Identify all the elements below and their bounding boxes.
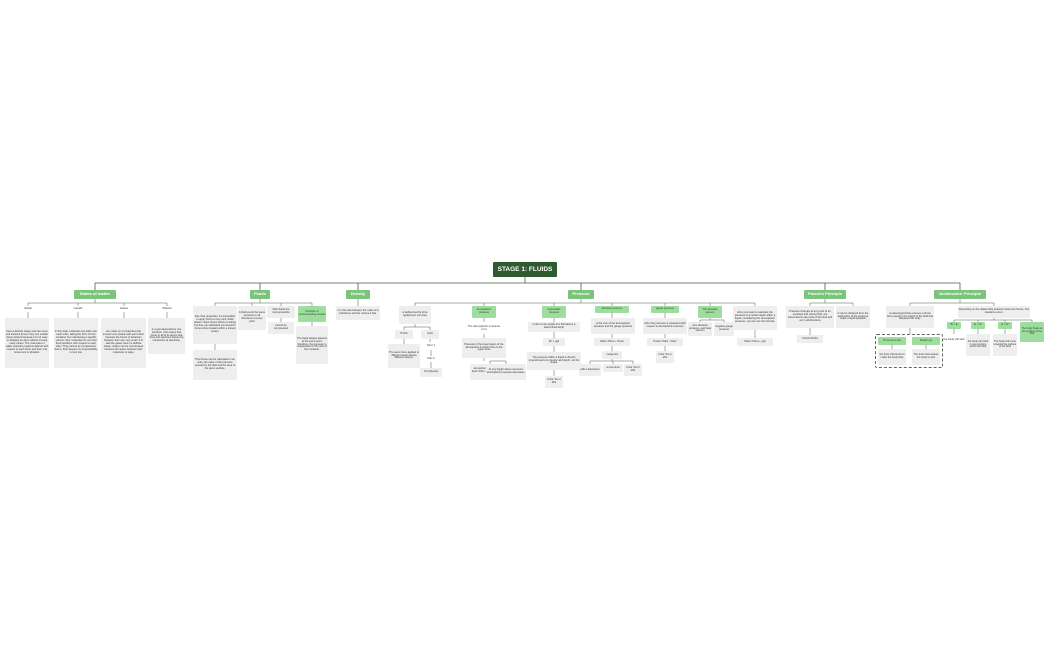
node-fluid-properties[interactable]: Due their properties, it's impossible to…: [193, 306, 237, 344]
node-gases-detail[interactable]: are made up of molecules that interact v…: [101, 318, 146, 368]
node-vacuum-zero[interactable]: zero absolute pressure, and ideal vacuum: [688, 322, 712, 336]
node-liquids[interactable]: Liquids: [73, 306, 83, 311]
node-four-situations[interactable]: Depending on the relationship between th…: [958, 306, 1030, 318]
node-pressure-unit-note[interactable]: that is: [427, 356, 435, 361]
node-gauge-units[interactable]: Units: Pa or kPa: [656, 351, 674, 363]
node-pascal-formula[interactable]: F1/A1=F2/A2: [797, 335, 823, 343]
node-absolute-sea-level[interactable]: at sea level: [603, 364, 623, 372]
node-pressure-units[interactable]: Units: [421, 330, 439, 339]
node-liquids-detail[interactable]: in this state molecules can slide over e…: [54, 318, 98, 368]
node-pascal-obtained[interactable]: it can be obtained from the application …: [836, 306, 870, 328]
node-communicating-vessels[interactable]: Principle of communicating vessels: [298, 306, 326, 322]
node-absolute-pressure[interactable]: absolute pressure: [595, 306, 629, 313]
node-case-w-gt-e[interactable]: W > E: [947, 322, 961, 329]
node-pressure-def[interactable]: is defined as the force applied per unit…: [399, 306, 431, 324]
node-same-pressure[interactable]: A fluid exerts the same pressure in all …: [238, 306, 266, 330]
node-atmospheric-height[interactable]: At any height above sea level, atmospher…: [486, 364, 526, 380]
branch-density[interactable]: Density: [346, 290, 370, 299]
node-thrust-detail[interactable]: the force that tends to make the body fl…: [878, 349, 906, 365]
branch-pascal[interactable]: Pascal's Principle: [804, 290, 846, 299]
node-vessels-detail[interactable]: The liquid always appears at the same le…: [296, 326, 328, 364]
node-hydrostatic-detail[interactable]: is due to the weight of a fluid above a …: [528, 322, 580, 332]
node-case-e-gt-w[interactable]: E > W: [971, 322, 985, 329]
branch-fluids[interactable]: Fluids: [250, 290, 270, 299]
node-plasma[interactable]: Plasma: [162, 306, 172, 311]
node-weight[interactable]: Weight (w): [912, 337, 940, 345]
node-hydrostatic-formula[interactable]: Ph = ρgh: [543, 338, 565, 346]
node-absolute-barometer[interactable]: with a barometer: [579, 364, 601, 376]
node-pressure-formula[interactable]: P=F/A: [395, 330, 413, 339]
node-gauge-detail[interactable]: when the pressure is measured with respe…: [643, 318, 687, 334]
node-thrust-force[interactable]: Thrust force (E): [878, 337, 906, 345]
node-cannot-compress[interactable]: cannot be compressed: [268, 322, 294, 334]
forces-group: [875, 334, 943, 368]
node-archimedes-def[interactable]: A submerged body receives a thrust force…: [886, 306, 934, 328]
node-case-floats-surface[interactable]: The body floats on the surface of the fl…: [1020, 322, 1044, 342]
node-depth-calc[interactable]: when you want to calculate the pressure …: [733, 306, 777, 330]
node-hydrostatic-pressure[interactable]: Hydrostatic pressure: [542, 306, 566, 318]
node-solids[interactable]: Solids: [24, 306, 32, 311]
node-vacuum-negative[interactable]: negative gauge pressure: [714, 322, 734, 336]
node-pressure-unit-name[interactable]: Pa (Pascal): [420, 368, 442, 377]
node-density-def[interactable]: It is the ratio between the mass of a su…: [336, 306, 380, 320]
root-node[interactable]: STAGE 1: FLUIDS: [493, 262, 557, 277]
node-case-w-gt-e-detail[interactable]: the body will sink: [943, 337, 965, 342]
node-gases[interactable]: Gases: [119, 306, 129, 311]
node-gauge-pressure[interactable]: gauge pressure: [651, 306, 679, 313]
node-atmospheric-note[interactable]: Pressure in the lower layers of the atmo…: [462, 338, 506, 358]
node-pressure-note[interactable]: The same force applied to different area…: [388, 344, 420, 368]
node-gauge-formula[interactable]: Pman= Pabs - Patm: [647, 338, 683, 346]
node-absolute-units[interactable]: Units: Pa or kPa: [624, 364, 642, 376]
node-absolute-measured[interactable]: measured: [602, 351, 622, 359]
branch-pressure[interactable]: Pressure: [568, 290, 594, 299]
branch-states-of-matter[interactable]: States of matter: [74, 290, 116, 299]
node-fluid-force-detail[interactable]: This forces can be calculated in an area…: [193, 350, 237, 380]
node-absolute-vacuum[interactable]: The absolute vacuum: [698, 306, 722, 318]
node-plasma-detail[interactable]: is a gas raised above one hundred, until…: [148, 318, 185, 354]
node-case-e-eq-w-detail[interactable]: The body will move towards the surface o…: [993, 334, 1017, 356]
node-solids-detail[interactable]: have a definite shape and can move and t…: [5, 318, 49, 368]
node-hydrostatic-note[interactable]: The pressure within a liquid is directly…: [527, 352, 581, 370]
node-atmospheric-pressure[interactable]: Atmospheric pressure: [472, 306, 496, 318]
node-absolute-formula[interactable]: Pabs= Patm + Pman: [594, 338, 630, 346]
branch-archimedes[interactable]: Archimedes' Principle: [934, 290, 986, 299]
node-absolute-detail[interactable]: is the sum of the atmospheric pressure a…: [591, 318, 635, 334]
node-atmospheric-detail[interactable]: The atmospheric pressure on it: [467, 323, 501, 331]
node-case-e-eq-w[interactable]: E = W: [998, 322, 1012, 329]
node-depth-formula[interactable]: Pabs= Patm + ρgh: [737, 338, 773, 346]
node-pascal-def[interactable]: Pressure changes at any point of an encl…: [786, 306, 834, 328]
node-weight-detail[interactable]: The force that causes the body to sink: [912, 349, 940, 365]
node-incompressible[interactable]: Most fluids are incompressible: [267, 306, 295, 318]
node-pressure-unit-value[interactable]: N/m² 1: [426, 343, 436, 348]
node-hydrostatic-units[interactable]: Units: Pa or kPa: [545, 376, 563, 388]
node-case-e-gt-w-detail[interactable]: the body can float in any position withi…: [966, 334, 990, 356]
